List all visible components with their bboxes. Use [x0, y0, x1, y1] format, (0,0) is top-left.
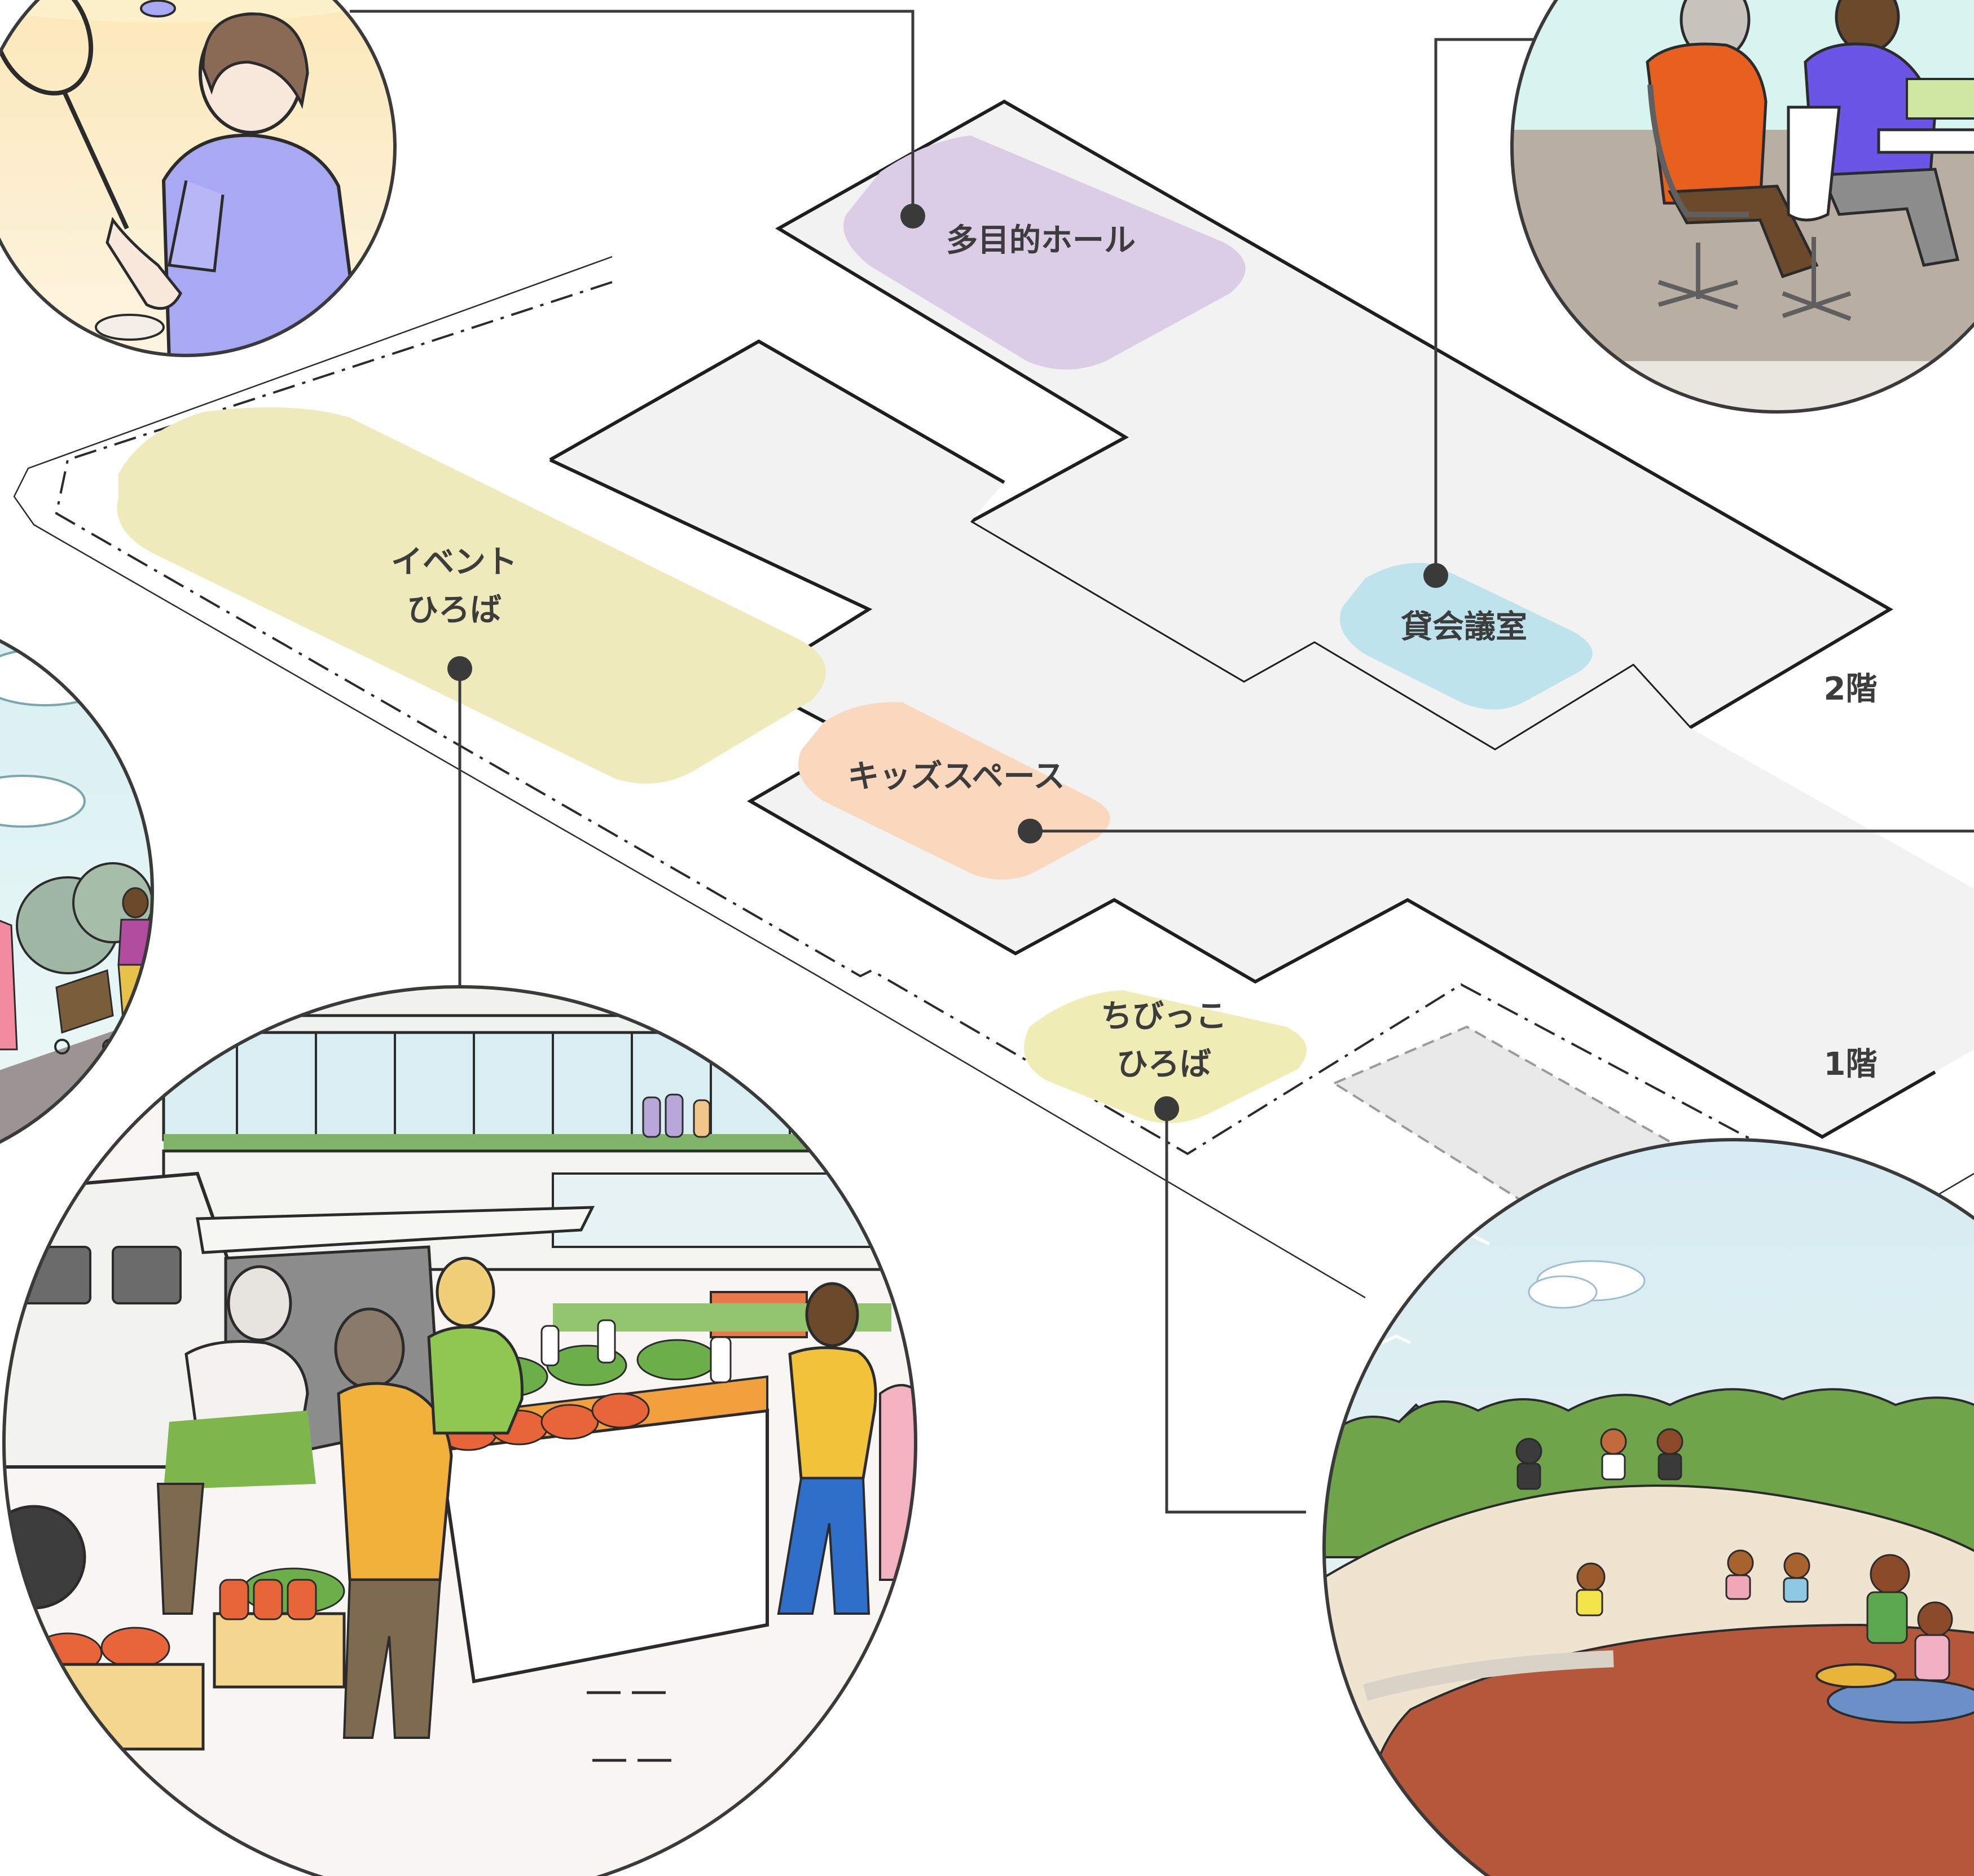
label-hall: 多目的ホール: [946, 222, 1136, 259]
area-hall: [843, 135, 1246, 370]
area-event-plaza: [117, 407, 826, 784]
label-floor-2: 2階: [1824, 671, 1878, 708]
leader-dots: [447, 204, 1448, 1121]
kids-playground-illustration: [1322, 1138, 1974, 1876]
label-event-plaza-line2: ひろば: [407, 592, 502, 629]
market-illustration: [2, 985, 917, 1876]
badminton-illustration: [0, 0, 397, 357]
leader-lines: [350, 10, 1974, 1514]
label-meeting-room: 貸会議室: [1401, 609, 1527, 645]
label-toddler-plaza-line1: ちびっこ: [1101, 998, 1227, 1035]
label-floor-1: 1階: [1824, 1046, 1878, 1083]
area-toddler-plaza: [1024, 990, 1307, 1123]
label-event-plaza-line1: イベント: [391, 544, 517, 581]
meeting-illustration: [1510, 0, 1974, 414]
park-walk-illustration: [0, 609, 154, 1174]
site-boundary: [55, 281, 1974, 1259]
label-kids-space: キッズスペース: [847, 758, 1065, 795]
label-toddler-plaza-line2: ひろば: [1116, 1046, 1211, 1083]
area-meeting-room: [1340, 563, 1593, 710]
